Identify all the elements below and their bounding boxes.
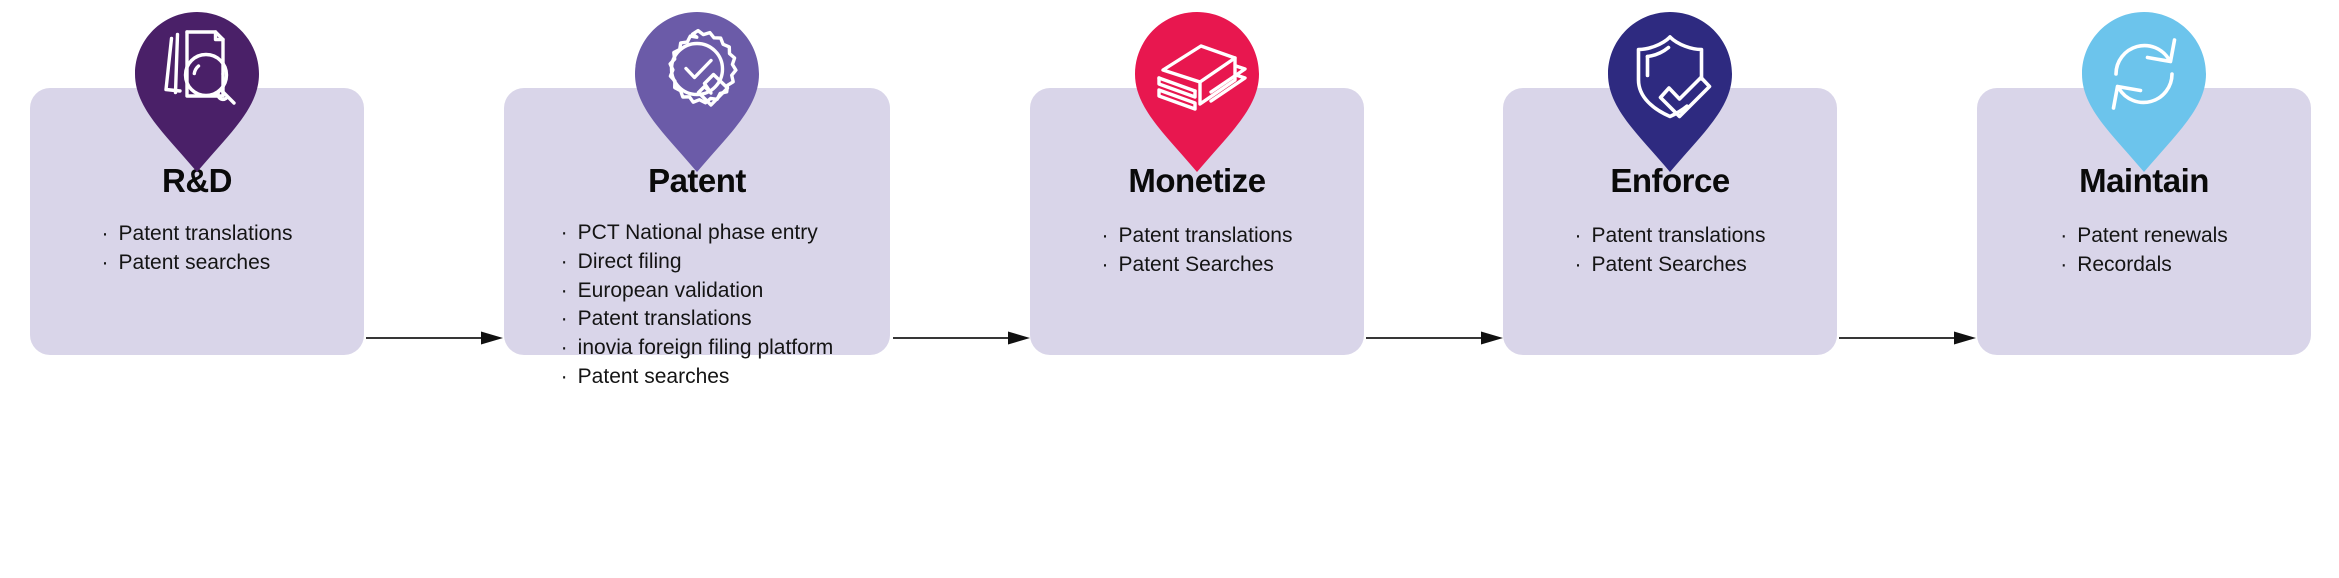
bullet-glyph: · bbox=[1574, 252, 1582, 276]
connector-arrow-4 bbox=[1839, 331, 1976, 345]
list-item: · European validation bbox=[561, 277, 834, 306]
list-item-label: Patent translations bbox=[1591, 224, 1766, 247]
list-item-label: Patent translations bbox=[577, 307, 752, 331]
bullet-glyph: · bbox=[2060, 252, 2068, 276]
bullet-glyph: · bbox=[560, 307, 568, 331]
bullet-glyph: · bbox=[1101, 224, 1109, 247]
bullet-glyph: · bbox=[1574, 224, 1582, 247]
shield-check-icon bbox=[1608, 12, 1732, 172]
list-item: · Patent translations bbox=[102, 220, 293, 249]
list-item-label: inovia foreign filing platform bbox=[577, 336, 834, 360]
certified-seal-check-icon bbox=[635, 12, 759, 172]
stage-list-patent: · PCT National phase entry · Direct filing… bbox=[561, 219, 834, 392]
bullet-glyph: · bbox=[1101, 252, 1109, 276]
connector-arrow-2 bbox=[893, 331, 1030, 345]
stage-pin-enforce bbox=[1608, 12, 1732, 172]
stage-list-enforce: · Patent translations · Patent Searches bbox=[1575, 222, 1766, 280]
bullet-glyph: · bbox=[101, 250, 109, 274]
connector-arrow-1 bbox=[366, 331, 503, 345]
stage-pin-rd bbox=[135, 12, 259, 172]
arrow-right-icon bbox=[1839, 331, 1976, 345]
list-item: · Patent translations bbox=[1102, 222, 1293, 251]
list-item: · Direct filing bbox=[561, 248, 834, 277]
money-stack-icon bbox=[1135, 12, 1259, 172]
stage-pin-patent bbox=[635, 12, 759, 172]
list-item-label: Patent Searches bbox=[1118, 252, 1274, 276]
list-item: · Patent Searches bbox=[1575, 251, 1766, 280]
list-item-label: Recordals bbox=[2077, 252, 2172, 276]
bullet-glyph: · bbox=[560, 336, 568, 360]
list-item-label: Patent searches bbox=[577, 364, 730, 388]
list-item: · Patent searches bbox=[561, 363, 834, 392]
refresh-sync-icon bbox=[2082, 12, 2206, 172]
list-item: · PCT National phase entry bbox=[561, 219, 834, 248]
bullet-glyph: · bbox=[560, 364, 568, 388]
list-item: · Patent searches bbox=[102, 249, 293, 278]
list-item: · Recordals bbox=[2060, 251, 2228, 280]
bullet-glyph: · bbox=[560, 249, 568, 273]
list-item-label: Patent translations bbox=[1118, 224, 1293, 247]
stage-card-maintain[interactable]: Maintain ·Patent renewals ·Recordals bbox=[1977, 88, 2311, 355]
stage-list-rd: · Patent translations · Patent searches bbox=[102, 220, 293, 278]
documents-search-icon bbox=[135, 12, 259, 172]
list-item-label: European validation bbox=[577, 278, 764, 302]
arrow-right-icon bbox=[1366, 331, 1503, 345]
arrow-right-icon bbox=[893, 331, 1030, 345]
stage-list-maintain: · Patent renewals · Recordals bbox=[2060, 222, 2228, 280]
list-item: · Patent renewals bbox=[2060, 222, 2228, 251]
list-item: · Patent Searches bbox=[1102, 251, 1293, 280]
connector-arrow-3 bbox=[1366, 331, 1503, 345]
list-item-label: Patent Searches bbox=[1591, 252, 1747, 276]
list-item-label: PCT National phase entry bbox=[577, 221, 818, 244]
stage-pin-monetize bbox=[1135, 12, 1259, 172]
arrow-right-icon bbox=[366, 331, 503, 345]
bullet-glyph: · bbox=[2060, 224, 2068, 247]
list-item: · inovia foreign filing platform bbox=[561, 334, 834, 363]
list-item: · Patent translations bbox=[561, 305, 834, 334]
list-item: · Patent translations bbox=[1575, 222, 1766, 251]
list-item-label: Patent searches bbox=[118, 250, 271, 274]
bullet-glyph: · bbox=[560, 221, 568, 244]
bullet-glyph: · bbox=[101, 222, 109, 245]
list-item-label: Direct filing bbox=[577, 249, 682, 273]
list-item-label: Patent translations bbox=[118, 222, 293, 245]
stage-list-monetize: · Patent translations · Patent Searches bbox=[1102, 222, 1293, 280]
stage-pin-maintain bbox=[2082, 12, 2206, 172]
list-item-label: Patent renewals bbox=[2077, 224, 2228, 247]
bullet-glyph: · bbox=[560, 278, 568, 302]
